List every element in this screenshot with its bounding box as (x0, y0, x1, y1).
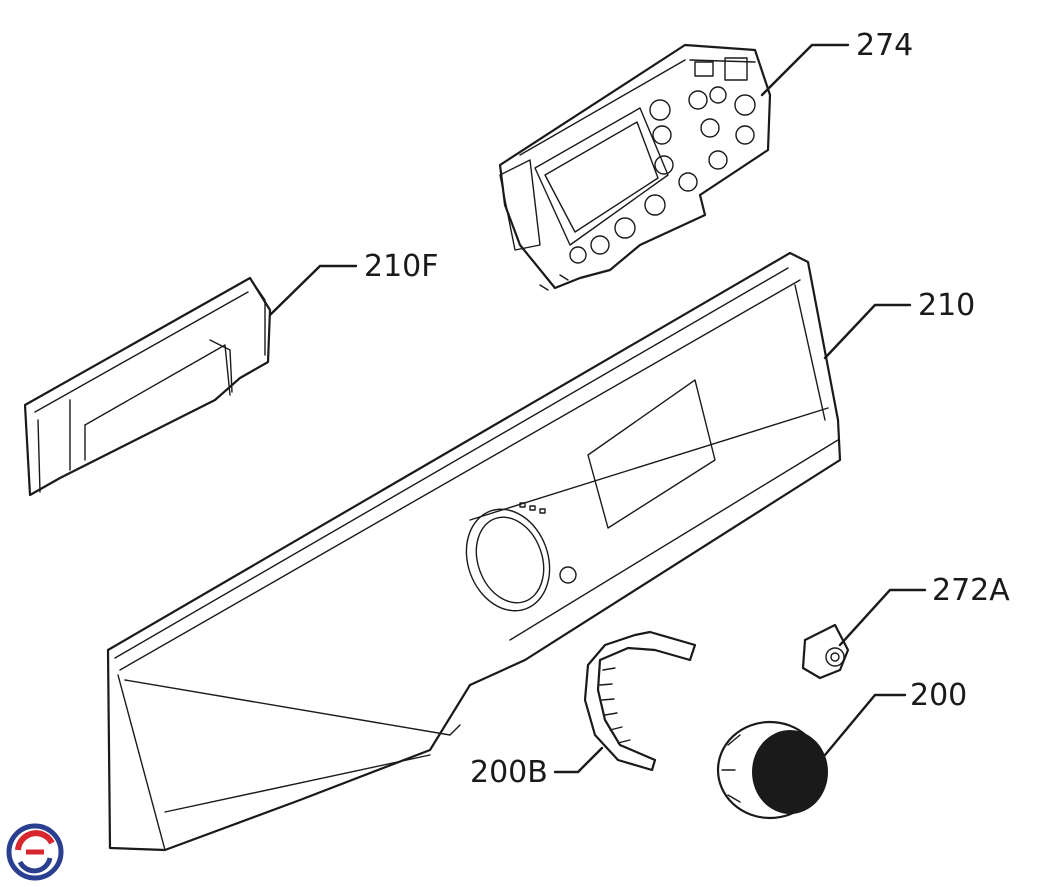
knob-200 (716, 720, 828, 820)
leader-200 (823, 693, 907, 757)
trim-panel-210F (23, 276, 272, 497)
callout-210: 210 (918, 288, 975, 323)
leader-210 (823, 303, 912, 360)
brand-logo-icon (6, 823, 64, 881)
leader-210F (268, 264, 358, 317)
leader-200B (553, 746, 604, 774)
callout-200B: 200B (470, 755, 548, 790)
selector-ring-200B (583, 630, 697, 772)
callout-274: 274 (856, 28, 913, 63)
control-board-274 (498, 43, 772, 291)
callout-200: 200 (910, 678, 967, 713)
leader-272A (838, 588, 927, 647)
control-panel-210 (106, 251, 842, 852)
callout-210F: 210F (364, 249, 439, 284)
leader-274 (760, 43, 850, 97)
callout-272A: 272A (932, 573, 1010, 608)
spindle-272A (801, 623, 850, 680)
